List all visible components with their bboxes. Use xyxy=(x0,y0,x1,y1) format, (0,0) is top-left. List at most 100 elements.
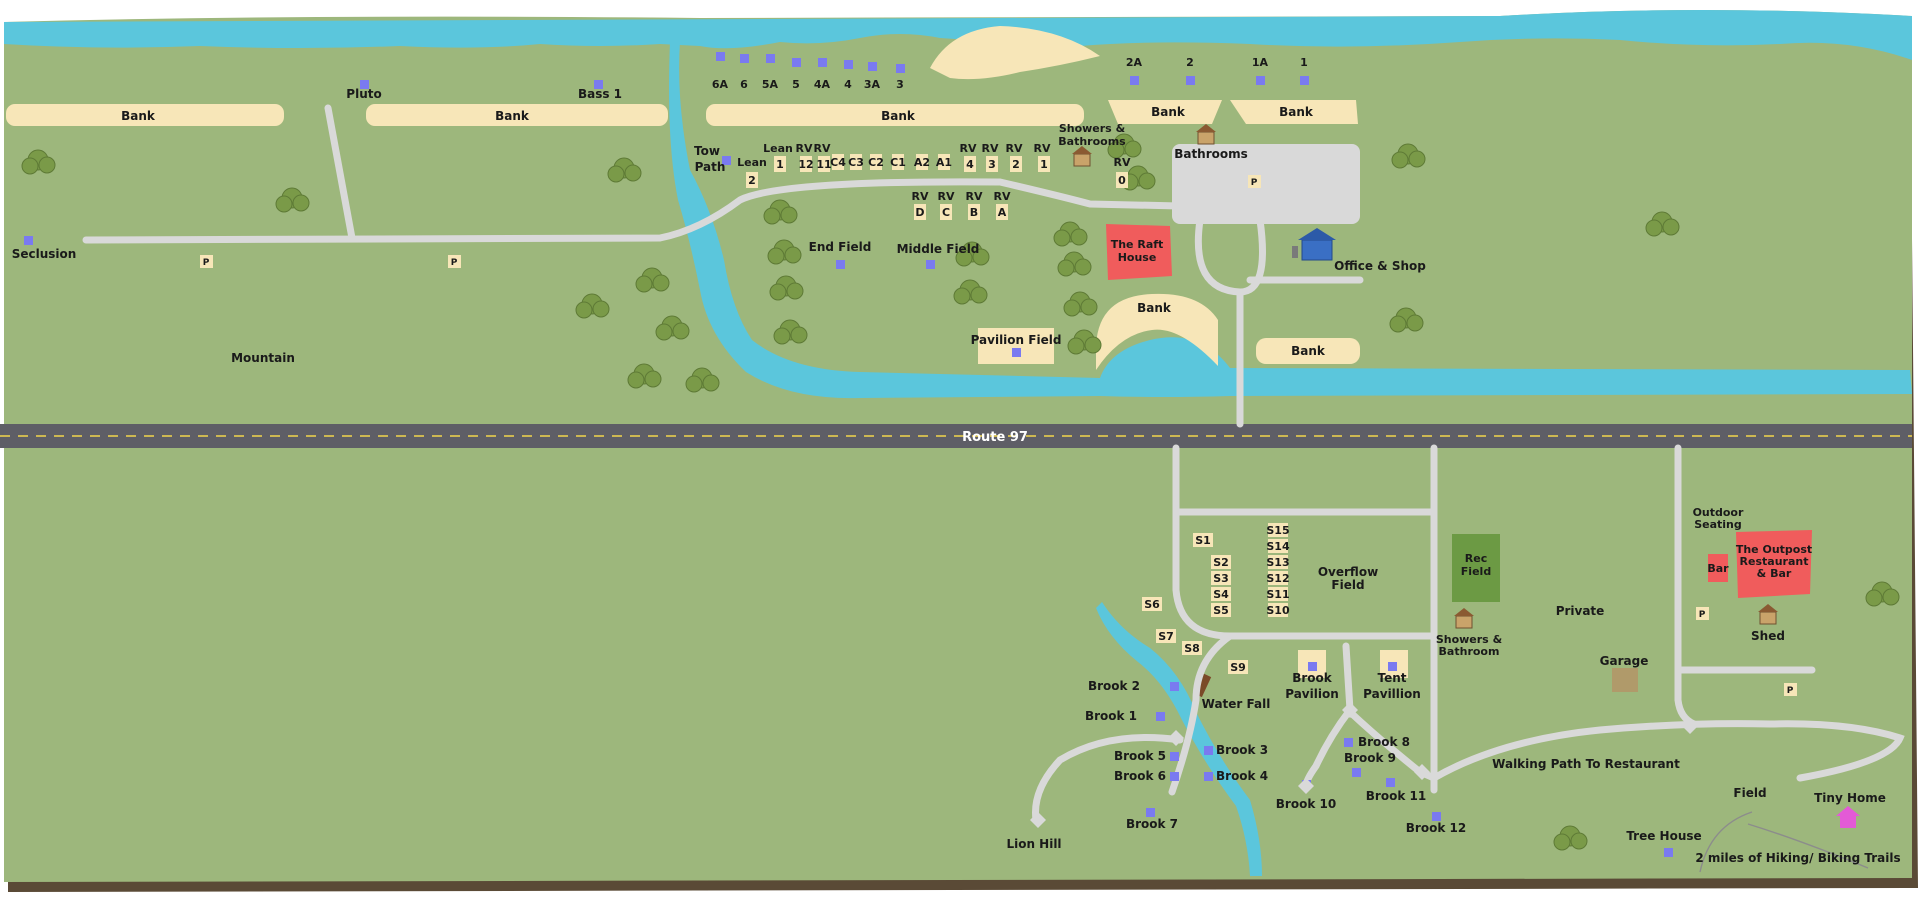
site-tag[interactable] xyxy=(968,204,980,220)
tow-path-label: Path xyxy=(695,160,726,174)
s-site-tag[interactable] xyxy=(1211,571,1231,585)
area-marker[interactable] xyxy=(24,236,33,245)
site-tag[interactable] xyxy=(964,156,976,172)
brook-pavilion-label: Pavilion xyxy=(1285,687,1339,701)
brook-site-label: Brook 3 xyxy=(1216,743,1268,757)
middle-field-label: Middle Field xyxy=(897,242,980,256)
s-site-tag[interactable] xyxy=(1193,533,1213,547)
map-icons xyxy=(1030,124,1860,828)
river-site-label: 4 xyxy=(844,78,852,91)
tree-icon xyxy=(275,187,310,213)
parking-tag xyxy=(1696,607,1709,620)
trails-label: 2 miles of Hiking/ Biking Trails xyxy=(1695,851,1900,865)
s-site-tag[interactable] xyxy=(1268,603,1288,617)
site-tag[interactable] xyxy=(800,156,812,172)
site-tag[interactable] xyxy=(986,156,998,172)
brook-site-marker[interactable] xyxy=(1344,738,1353,747)
river-site-marker[interactable] xyxy=(896,64,905,73)
river-site-marker[interactable] xyxy=(844,60,853,69)
site-tag[interactable] xyxy=(832,154,844,170)
site-tag[interactable] xyxy=(870,154,882,170)
brook-pavilion-label: Brook xyxy=(1292,671,1333,685)
tree-icon xyxy=(773,319,808,345)
bank-strip-5 xyxy=(1230,100,1358,124)
river-site-marker[interactable] xyxy=(740,54,749,63)
site-tag[interactable] xyxy=(940,204,952,220)
site-tag[interactable] xyxy=(774,156,786,172)
tow-path-label: Tow xyxy=(694,144,720,158)
river-site-marker[interactable] xyxy=(1256,76,1265,85)
bar-building xyxy=(1708,554,1728,582)
brook-site-marker[interactable] xyxy=(1156,712,1165,721)
rv-site-label: Lean xyxy=(763,142,793,155)
brook-site-marker[interactable] xyxy=(1352,768,1361,777)
s-site-tag[interactable] xyxy=(1211,555,1231,569)
s-site-tag[interactable] xyxy=(1268,555,1288,569)
area-marker[interactable] xyxy=(1308,662,1317,671)
site-tag[interactable] xyxy=(818,156,830,172)
rv-site-label: 1 xyxy=(1040,158,1048,171)
trail-lines xyxy=(1699,811,1869,873)
river-site-marker[interactable] xyxy=(868,62,877,71)
river-site-marker[interactable] xyxy=(766,54,775,63)
river-site-label: 4A xyxy=(814,78,831,91)
brook-site-marker[interactable] xyxy=(1170,772,1179,781)
river-site-marker[interactable] xyxy=(818,58,827,67)
area-marker[interactable] xyxy=(926,260,935,269)
walking-path-label: Walking Path To Restaurant xyxy=(1492,757,1680,771)
site-tag[interactable] xyxy=(746,172,758,188)
shed-icon xyxy=(1758,604,1778,625)
area-marker[interactable] xyxy=(594,80,603,89)
site-tag[interactable] xyxy=(916,154,928,170)
river-site-marker[interactable] xyxy=(792,58,801,67)
s-site-tag[interactable] xyxy=(1182,641,1202,655)
tree-icon xyxy=(575,293,610,319)
brook-site-marker[interactable] xyxy=(1146,808,1155,817)
brook-site-marker[interactable] xyxy=(1432,812,1441,821)
site-tag[interactable] xyxy=(1010,156,1022,172)
brook-site-marker[interactable] xyxy=(1386,778,1395,787)
s-site-tag[interactable] xyxy=(1268,539,1288,553)
river-site-marker[interactable] xyxy=(716,52,725,61)
s-site-tag[interactable] xyxy=(1142,597,1162,611)
parking-tag xyxy=(1248,175,1261,188)
river-site-label: 2A xyxy=(1126,56,1143,69)
site-tag[interactable] xyxy=(914,204,926,220)
s-site-tag[interactable] xyxy=(1268,523,1288,537)
s-site-tag[interactable] xyxy=(1211,603,1231,617)
bank-label-5: Bank xyxy=(1279,105,1314,119)
brook-site-marker[interactable] xyxy=(1204,772,1213,781)
area-marker[interactable] xyxy=(836,260,845,269)
river-site-marker[interactable] xyxy=(1300,76,1309,85)
private-label: Private xyxy=(1556,604,1605,618)
tree-icon xyxy=(1389,307,1424,333)
rv-site-label: RV xyxy=(994,190,1011,203)
river-site-label: 1 xyxy=(1300,56,1308,69)
s-site-tag[interactable] xyxy=(1268,587,1288,601)
brook-site-marker[interactable] xyxy=(1170,682,1179,691)
end-field-label: End Field xyxy=(809,240,872,254)
outpost-label-3: & Bar xyxy=(1757,567,1792,580)
area-marker[interactable] xyxy=(1664,848,1673,857)
bank-label-1: Bank xyxy=(121,109,156,123)
s-site-tag[interactable] xyxy=(1268,571,1288,585)
brook-site-marker[interactable] xyxy=(1170,752,1179,761)
site-tag[interactable] xyxy=(850,154,862,170)
river-site-marker[interactable] xyxy=(1186,76,1195,85)
area-marker[interactable] xyxy=(1388,662,1397,671)
area-marker[interactable] xyxy=(1012,348,1021,357)
site-tag[interactable] xyxy=(1038,156,1050,172)
area-marker[interactable] xyxy=(722,156,731,165)
s-site-tag[interactable] xyxy=(1156,629,1176,643)
outpost-building xyxy=(1736,530,1812,598)
rec-field-label-1: Rec xyxy=(1465,552,1487,565)
brook-site-marker[interactable] xyxy=(1204,746,1213,755)
river-site-marker[interactable] xyxy=(1130,76,1139,85)
s-site-tag[interactable] xyxy=(1211,587,1231,601)
site-tag[interactable] xyxy=(938,154,950,170)
site-tag[interactable] xyxy=(996,204,1008,220)
site-tag[interactable] xyxy=(892,154,904,170)
s-site-tag[interactable] xyxy=(1228,660,1248,674)
area-marker[interactable] xyxy=(360,80,369,89)
site-tag[interactable] xyxy=(1116,172,1128,188)
